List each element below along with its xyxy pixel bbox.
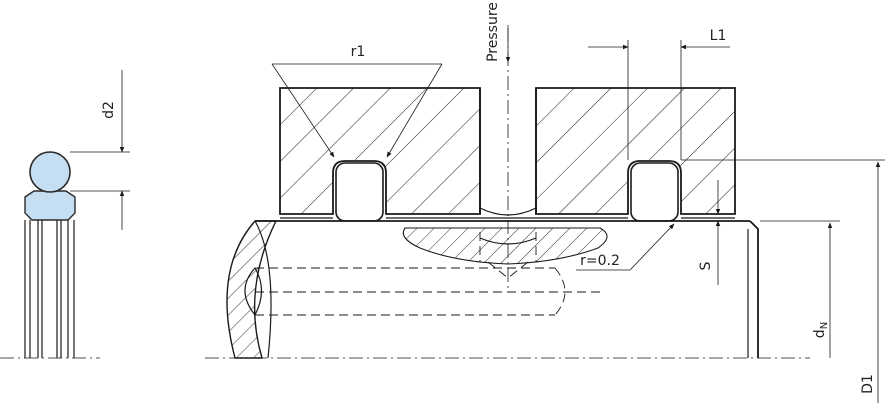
s-dimension: S: [698, 180, 721, 285]
s-label: S: [698, 261, 714, 270]
shaft: [205, 220, 810, 359]
o-ring-cross-section: [29, 151, 71, 193]
shaft-broken-end: [226, 220, 278, 359]
cross-bore-section: [402, 227, 608, 265]
o-ring-deformed-section: [24, 190, 76, 221]
o-ring-stem: [24, 220, 75, 358]
r1-callout: r1: [271, 44, 443, 158]
d2-label: d2: [101, 101, 117, 119]
dn-dimension: dN: [760, 220, 840, 358]
housing-right-block: [535, 87, 736, 215]
housing-left-block: [279, 87, 481, 215]
pressure-label: Pressure: [485, 2, 501, 62]
housing: [279, 87, 736, 219]
d1-label: D1: [860, 374, 876, 394]
groove-seal-right: [630, 162, 679, 222]
assembly-section: Pressure r1 L1: [205, 2, 885, 403]
d1-dimension: D1: [681, 159, 885, 403]
groove-seal-left: [335, 162, 384, 222]
l1-label: L1: [710, 28, 727, 44]
r02-label: r=0.2: [580, 253, 620, 269]
pressure-port: Pressure: [479, 2, 537, 292]
r02-callout: r=0.2: [576, 223, 675, 271]
o-ring-detail: d2: [0, 70, 130, 359]
dn-label: dN: [812, 322, 830, 338]
r1-label: r1: [351, 44, 366, 60]
l1-dimension: L1: [588, 28, 730, 160]
